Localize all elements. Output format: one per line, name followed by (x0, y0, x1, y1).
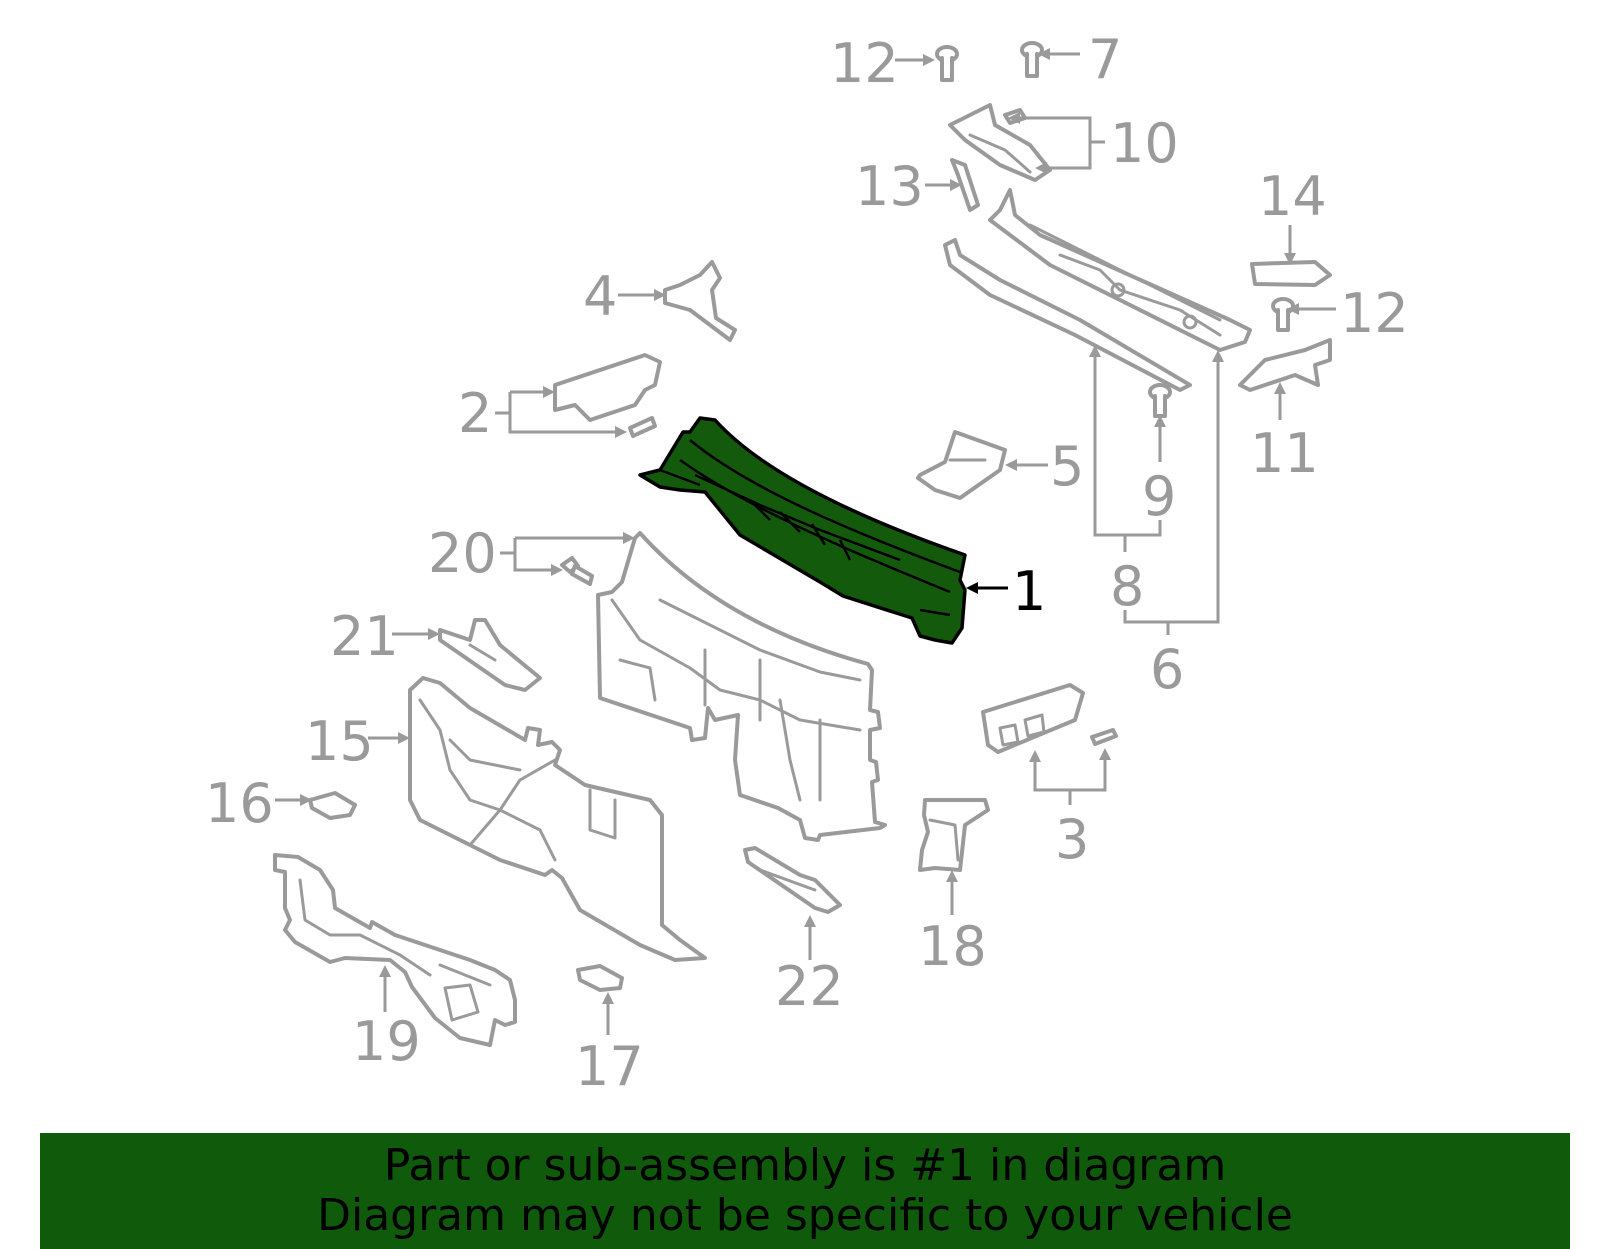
callout-17: 17 (575, 1035, 644, 1098)
callout-7: 7 (1088, 28, 1122, 91)
part-3-bracket (981, 683, 1118, 754)
callout-13: 13 (855, 155, 924, 218)
leader-lines (275, 48, 1336, 1035)
part-4-bracket (663, 260, 737, 342)
callout-8: 8 (1110, 555, 1144, 618)
callout-21: 21 (330, 605, 399, 668)
part-15-insulator (408, 676, 707, 962)
callout-20: 20 (428, 522, 497, 585)
callout-5: 5 (1050, 435, 1084, 498)
callout-19: 19 (352, 1010, 421, 1073)
part-21-bracket (438, 618, 542, 692)
part-13-bracket (950, 158, 980, 212)
part-9-bolt (1148, 383, 1172, 418)
part-20-bolt (560, 556, 594, 586)
callout-14: 14 (1258, 165, 1327, 228)
part-2-bracket (553, 353, 662, 438)
part-14-bracket (1250, 260, 1332, 287)
callout-11: 11 (1250, 422, 1319, 485)
callout-labels: 1 2 3 4 5 6 7 8 9 10 11 12 12 13 14 15 1… (205, 28, 1409, 1098)
callout-2: 2 (458, 382, 492, 445)
callout-18: 18 (918, 915, 987, 978)
part-12-top-bolt (935, 45, 959, 82)
part-6-cowl-upper (943, 188, 1252, 392)
callout-22: 22 (775, 955, 844, 1018)
part-12-right-bolt (1271, 297, 1295, 332)
callout-12-right: 12 (1340, 282, 1409, 345)
part-10-bracket (948, 103, 1052, 182)
part-1-cowl-panel (638, 416, 967, 645)
part-11-bracket (1238, 338, 1332, 392)
banner-line-2: Diagram may not be specific to your vehi… (317, 1190, 1293, 1241)
callout-15: 15 (305, 710, 374, 773)
info-banner: Part or sub-assembly is #1 in diagram Di… (40, 1133, 1570, 1249)
part-18-bracket (918, 798, 990, 872)
part-5-bracket (916, 430, 1007, 500)
callout-4: 4 (583, 265, 617, 328)
callout-3: 3 (1055, 808, 1089, 871)
part-7-bolt (1020, 41, 1044, 78)
part-22-bracket (743, 846, 842, 914)
callout-6: 6 (1150, 638, 1184, 701)
callout-12-top: 12 (830, 32, 899, 95)
banner-line-1: Part or sub-assembly is #1 in diagram (383, 1140, 1227, 1191)
callout-16: 16 (205, 772, 274, 835)
callout-1: 1 (1012, 560, 1046, 623)
callout-9: 9 (1142, 465, 1176, 528)
part-19-insulator-lower (273, 853, 517, 1047)
part-17-pad (576, 964, 624, 992)
part-20-dash-upper (596, 531, 887, 842)
callout-10: 10 (1110, 112, 1179, 175)
part-16-pad (308, 791, 357, 820)
